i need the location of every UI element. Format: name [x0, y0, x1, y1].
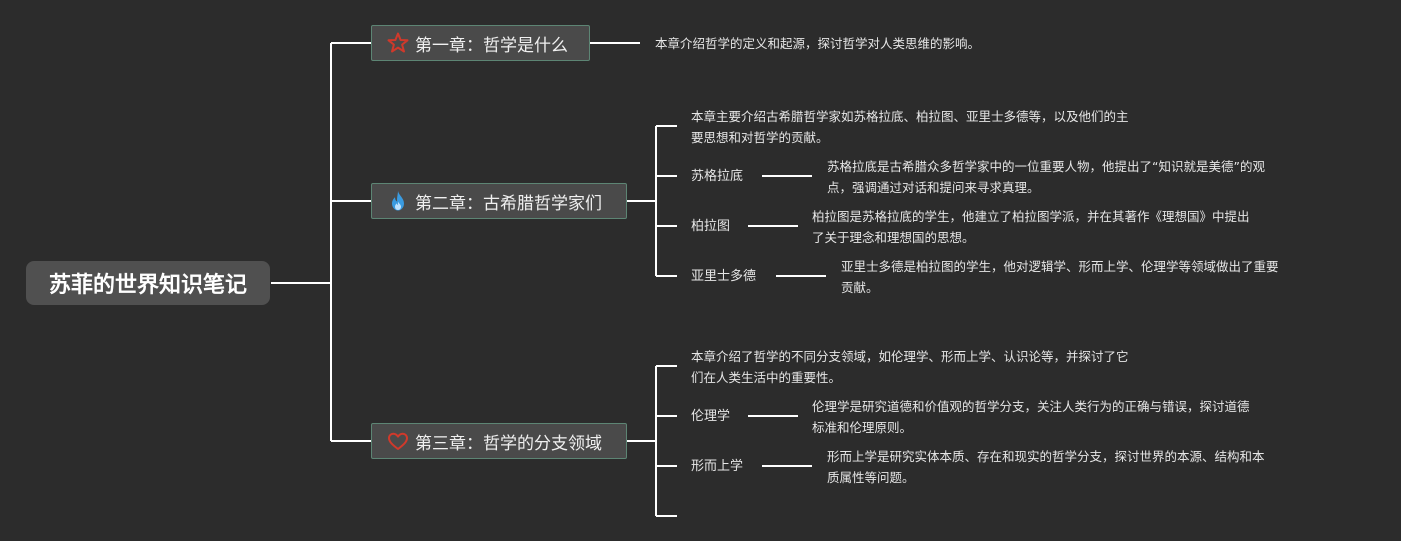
desc-line: 标准和伦理原则。 [812, 420, 913, 435]
desc-line: 质属性等问题。 [827, 470, 915, 485]
branch-description: 苏格拉底是古希腊众多哲学家中的一位重要人物，他提出了“知识就是美德”的观 点，强… [827, 156, 1265, 198]
chapter-summary: 本章介绍了哲学的不同分支领域，如伦理学、形而上学、认识论等，并探讨了它 们在人类… [691, 346, 1129, 388]
flame-icon [386, 189, 410, 213]
summary-line: 要思想和对哲学的贡献。 [691, 130, 829, 145]
chapter-title: 第一章：哲学是什么 [415, 35, 568, 56]
branch-label[interactable]: 柏拉图 [691, 219, 731, 234]
summary-line: 们在人类生活中的重要性。 [691, 370, 842, 385]
branch-description: 亚里士多德是柏拉图的学生，他对逻辑学、形而上学、伦理学等领域做出了重要 贡献。 [841, 256, 1279, 298]
branch-description: 形而上学是研究实体本质、存在和现实的哲学分支，探讨世界的本源、结构和本 质属性等… [827, 446, 1265, 488]
chapter-node-2[interactable]: 第二章：古希腊哲学家们 [371, 183, 627, 219]
star-icon [386, 31, 410, 55]
branch-description: 伦理学是研究道德和价值观的哲学分支，关注人类行为的正确与错误，探讨道德 标准和伦… [812, 396, 1250, 438]
desc-line: 亚里士多德是柏拉图的学生，他对逻辑学、形而上学、伦理学等领域做出了重要 [841, 259, 1279, 274]
branch-description: 柏拉图是苏格拉底的学生，他建立了柏拉图学派，并在其著作《理想国》中提出 了关于理… [812, 206, 1250, 248]
branch-label[interactable]: 形而上学 [691, 459, 744, 474]
desc-line: 伦理学是研究道德和价值观的哲学分支，关注人类行为的正确与错误，探讨道德 [812, 399, 1250, 414]
branch-label[interactable]: 亚里士多德 [691, 269, 757, 284]
chapter-node-3[interactable]: 第三章：哲学的分支领域 [371, 423, 627, 459]
chapter-node-1[interactable]: 第一章：哲学是什么 [371, 25, 590, 61]
summary-line: 本章介绍了哲学的不同分支领域，如伦理学、形而上学、认识论等，并探讨了它 [691, 349, 1129, 364]
chapter-summary: 本章介绍哲学的定义和起源，探讨哲学对人类思维的影响。 [655, 33, 980, 54]
summary-line: 本章介绍哲学的定义和起源，探讨哲学对人类思维的影响。 [655, 36, 981, 51]
desc-line: 贡献。 [841, 280, 879, 295]
desc-line: 了关于理念和理想国的思想。 [812, 230, 975, 245]
branch-label[interactable]: 伦理学 [691, 409, 731, 424]
summary-line: 本章主要介绍古希腊哲学家如苏格拉底、柏拉图、亚里士多德等，以及他们的主 [691, 109, 1129, 124]
chapter-summary: 本章主要介绍古希腊哲学家如苏格拉底、柏拉图、亚里士多德等，以及他们的主 要思想和… [691, 106, 1129, 148]
root-node[interactable]: 苏菲的世界知识笔记 [26, 261, 270, 305]
root-label: 苏菲的世界知识笔记 [48, 273, 247, 298]
desc-line: 柏拉图是苏格拉底的学生，他建立了柏拉图学派，并在其著作《理想国》中提出 [812, 209, 1250, 224]
desc-line: 苏格拉底是古希腊众多哲学家中的一位重要人物，他提出了“知识就是美德”的观 [827, 159, 1265, 174]
heart-icon [386, 429, 410, 453]
desc-line: 形而上学是研究实体本质、存在和现实的哲学分支，探讨世界的本源、结构和本 [827, 449, 1265, 464]
chapter-title: 第二章：古希腊哲学家们 [415, 193, 602, 214]
chapter-title: 第三章：哲学的分支领域 [415, 433, 602, 454]
desc-line: 点，强调通过对话和提问来寻求真理。 [827, 180, 1040, 195]
branch-label[interactable]: 苏格拉底 [691, 169, 744, 184]
